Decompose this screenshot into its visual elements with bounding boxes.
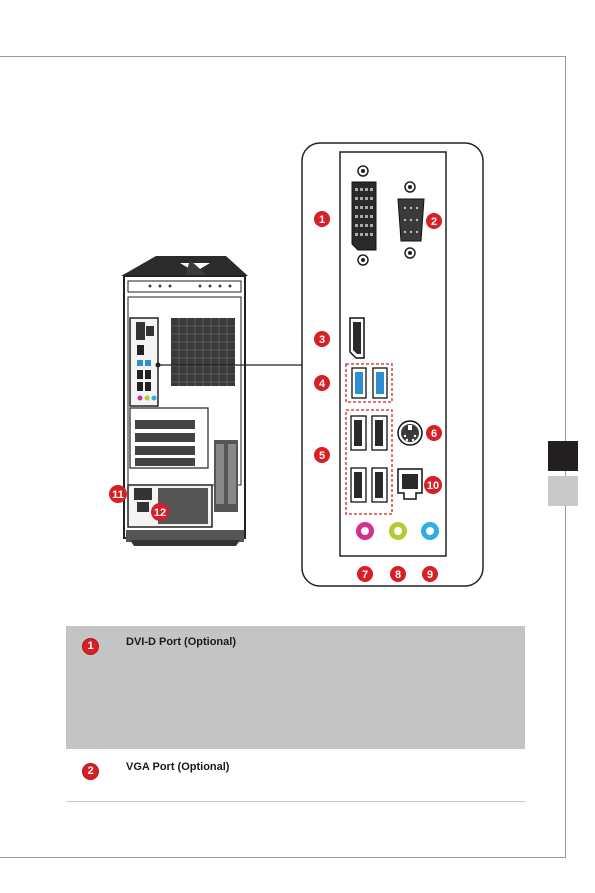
item-2-title: VGA Port (Optional) <box>126 761 230 773</box>
callout-3: 3 <box>314 331 330 347</box>
svg-text:9: 9 <box>427 569 433 581</box>
ps2-port <box>397 420 423 446</box>
callout-5: 5 <box>314 447 330 463</box>
pc-tower-rear <box>121 256 248 546</box>
item-1-number-badge: 1 <box>83 639 98 654</box>
usb3-ports <box>351 367 388 399</box>
callout-10: 10 <box>424 476 442 494</box>
usb3-group-outline <box>345 363 393 403</box>
svg-text:1: 1 <box>319 214 325 226</box>
item-2-number-badge: 2 <box>83 764 98 779</box>
svg-text:3: 3 <box>319 334 325 346</box>
svg-text:2: 2 <box>431 216 437 228</box>
dvi-d-port <box>351 165 377 266</box>
item-1-description-band <box>66 626 525 749</box>
lan-port <box>397 468 423 500</box>
page-frame-top <box>0 56 565 57</box>
callout-11: 11 <box>109 485 127 503</box>
callout-8: 8 <box>390 566 406 582</box>
page-frame-bottom <box>0 857 566 858</box>
callout-9: 9 <box>422 566 438 582</box>
io-shield <box>339 151 447 557</box>
svg-text:5: 5 <box>319 450 325 462</box>
svg-text:11: 11 <box>112 489 124 501</box>
callout-1: 1 <box>314 211 330 227</box>
svg-text:6: 6 <box>431 428 437 440</box>
vga-port <box>397 181 425 259</box>
svg-text:10: 10 <box>427 480 439 492</box>
hdmi-port <box>349 317 365 359</box>
svg-text:4: 4 <box>319 378 326 390</box>
item-1-title: DVI-D Port (Optional) <box>126 636 236 648</box>
row-divider <box>66 801 525 802</box>
rear-panel-illustration: 1 2 3 4 5 6 7 8 9 10 11 12 <box>109 142 484 587</box>
audio-jacks <box>356 522 439 540</box>
usb2-group-outline <box>345 409 393 515</box>
svg-text:7: 7 <box>362 569 368 581</box>
callout-6: 6 <box>426 425 442 441</box>
chapter-tab <box>548 476 578 506</box>
chapter-tab-active <box>548 441 578 471</box>
callout-2: 2 <box>426 213 442 229</box>
svg-text:8: 8 <box>395 569 401 581</box>
callout-4: 4 <box>314 375 330 391</box>
usb2-ports <box>350 415 388 503</box>
callout-7: 7 <box>357 566 373 582</box>
svg-text:12: 12 <box>154 507 166 519</box>
callout-12: 12 <box>151 503 169 521</box>
